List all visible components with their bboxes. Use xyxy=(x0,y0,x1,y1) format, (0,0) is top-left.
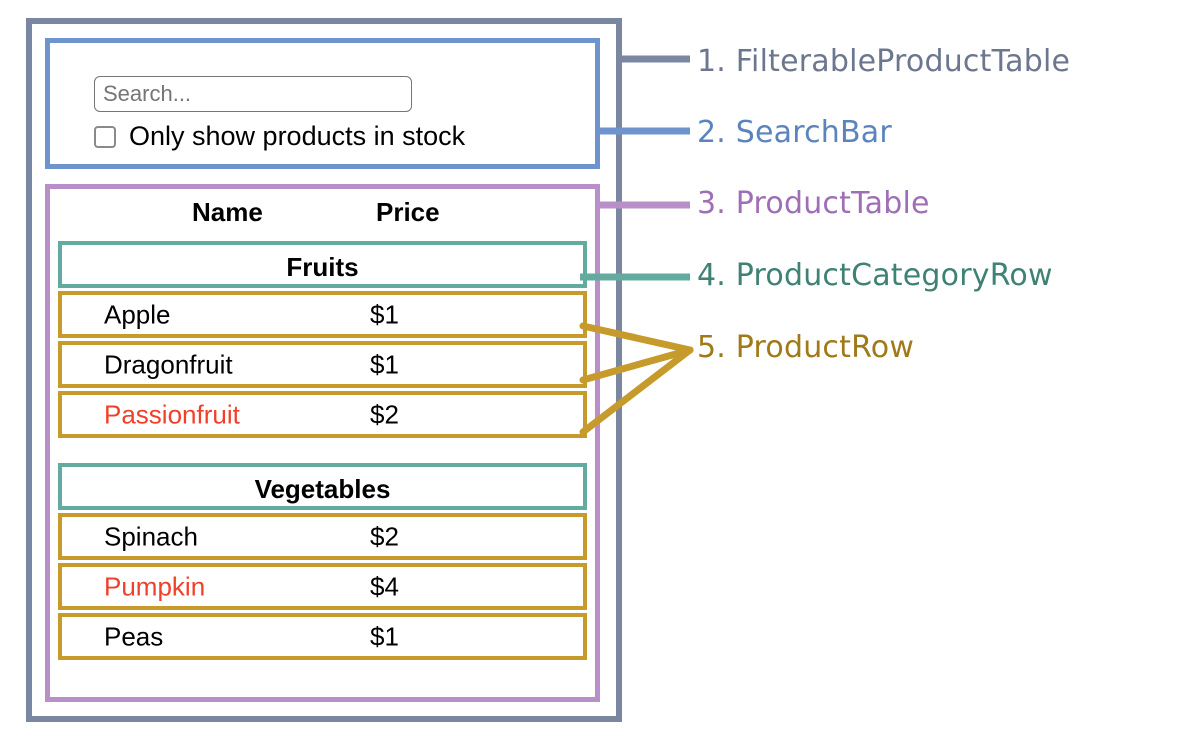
product-price: $4 xyxy=(370,571,399,601)
product-name: Passionfruit xyxy=(104,399,240,429)
product-row[interactable]: Apple $1 xyxy=(58,291,587,338)
legend-item-filterable-product-table: 1. FilterableProductTable xyxy=(697,44,1071,79)
legend-item-product-table: 3. ProductTable xyxy=(697,186,930,221)
product-name: Apple xyxy=(104,299,171,329)
product-row[interactable]: Passionfruit $2 xyxy=(58,391,587,438)
product-price: $1 xyxy=(370,621,399,651)
checkbox-icon[interactable] xyxy=(94,125,116,148)
product-price: $1 xyxy=(370,349,399,379)
product-category-row: Vegetables xyxy=(58,463,587,510)
product-name: Pumpkin xyxy=(104,571,206,601)
product-name: Spinach xyxy=(104,521,198,551)
product-row[interactable]: Pumpkin $4 xyxy=(58,563,587,610)
product-row[interactable]: Peas $1 xyxy=(58,613,587,660)
column-header-name: Name xyxy=(192,197,263,227)
product-category-label: Fruits xyxy=(286,252,359,282)
product-category-row: Fruits xyxy=(58,241,587,288)
legend-item-product-category-row: 4. ProductCategoryRow xyxy=(697,258,1053,293)
product-table-body: Fruits Apple $1 Dragonfruit $1 Passionfr… xyxy=(58,241,595,663)
product-price: $2 xyxy=(370,399,399,429)
in-stock-checkbox-row[interactable]: Only show products in stock xyxy=(94,123,465,150)
product-category-label: Vegetables xyxy=(254,474,391,504)
in-stock-checkbox-label: Only show products in stock xyxy=(129,121,466,151)
product-row[interactable]: Spinach $2 xyxy=(58,513,587,560)
legend-item-search-bar: 2. SearchBar xyxy=(697,115,892,150)
section-spacer xyxy=(58,441,595,463)
product-price: $2 xyxy=(370,521,399,551)
legend-item-product-row: 5. ProductRow xyxy=(697,330,915,365)
product-name: Dragonfruit xyxy=(104,349,233,379)
product-name: Peas xyxy=(104,621,164,651)
product-row[interactable]: Dragonfruit $1 xyxy=(58,341,587,388)
product-table-header: Name Price xyxy=(50,197,595,235)
product-price: $1 xyxy=(370,299,399,329)
product-table-container: Name Price Fruits Apple $1 Dragonfruit $… xyxy=(45,184,600,702)
column-header-price: Price xyxy=(376,197,440,227)
search-bar-container: Only show products in stock xyxy=(45,38,600,169)
search-input[interactable] xyxy=(94,76,412,112)
